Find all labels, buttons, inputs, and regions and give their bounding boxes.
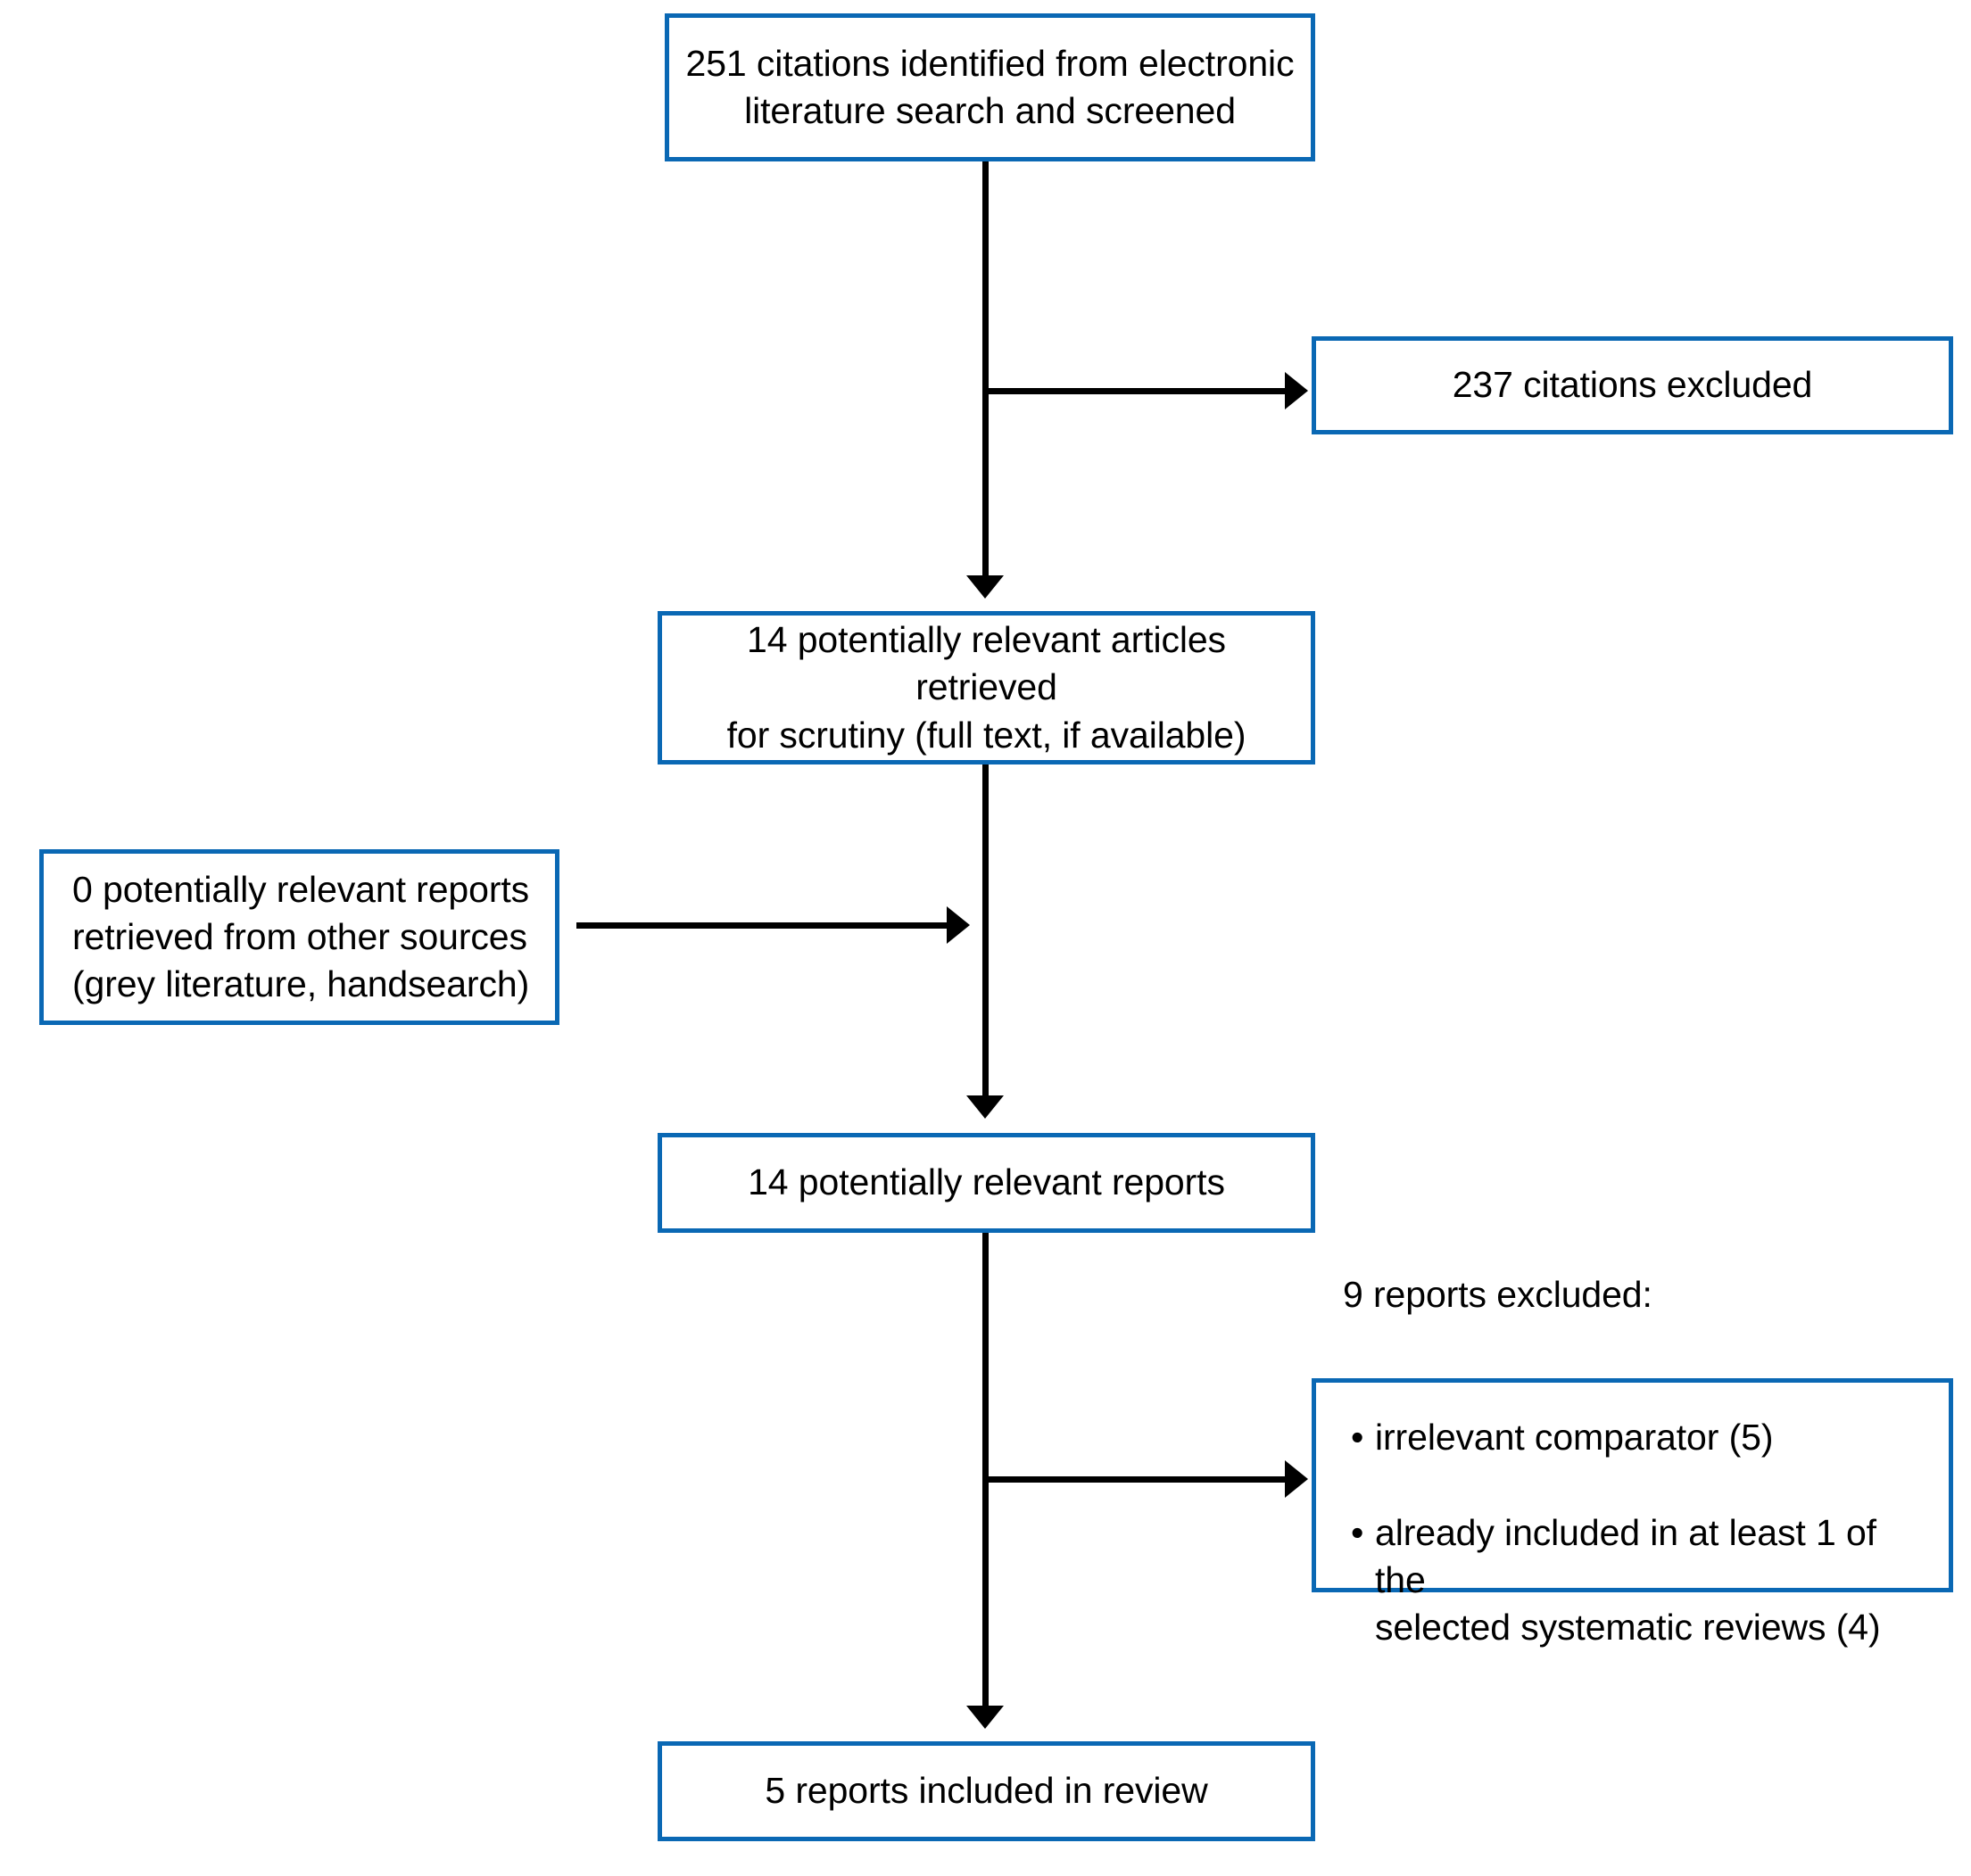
arrow-down-icon-identified-to-retrieved — [966, 575, 1004, 599]
bullet-icon: • — [1351, 1511, 1364, 1553]
node-other-sources-reports-label: 0 potentially relevant reports retrieved… — [72, 868, 530, 1005]
list-item-label: already included in at least 1 of the se… — [1375, 1511, 1881, 1649]
node-reports-included-label: 5 reports included in review — [765, 1770, 1208, 1812]
node-citations-excluded: 237 citations excluded — [1312, 336, 1953, 434]
node-relevant-reports: 14 potentially relevant reports — [658, 1133, 1315, 1233]
arrow-right-icon-to-excluded-reports — [1285, 1460, 1308, 1498]
list-item: • irrelevant comparator (5) — [1343, 1414, 1933, 1461]
node-reports-excluded-reason-list: • irrelevant comparator (5) • already incl… — [1343, 1367, 1933, 1699]
node-reports-excluded-heading: 9 reports excluded: — [1343, 1274, 1652, 1316]
node-citations-identified: 251 citations identified from electronic… — [665, 13, 1315, 161]
connector-reports-to-included-line — [982, 1233, 989, 1713]
list-item: • already included in at least 1 of the s… — [1343, 1509, 1933, 1652]
connector-reports-to-excluded-line — [982, 1476, 1289, 1483]
arrow-down-icon-retrieved-to-reports — [966, 1095, 1004, 1119]
connector-retrieved-to-reports-line — [982, 764, 989, 1103]
arrow-right-icon-to-excluded-citations — [1285, 372, 1308, 409]
connector-identified-to-excluded-line — [982, 388, 1289, 394]
connector-identified-to-retrieved-line — [982, 161, 989, 583]
node-articles-retrieved: 14 potentially relevant articles retriev… — [658, 611, 1315, 764]
node-articles-retrieved-label: 14 potentially relevant articles retriev… — [726, 619, 1246, 756]
node-citations-excluded-label: 237 citations excluded — [1452, 364, 1813, 406]
connector-other-sources-line — [576, 922, 951, 929]
node-relevant-reports-label: 14 potentially relevant reports — [748, 1161, 1225, 1203]
node-reports-excluded-content: 9 reports excluded: • irrelevant comparat… — [1316, 1224, 1949, 1747]
node-reports-included: 5 reports included in review — [658, 1741, 1315, 1841]
bullet-icon: • — [1351, 1417, 1364, 1459]
node-reports-excluded: 9 reports excluded: • irrelevant comparat… — [1312, 1274, 1953, 1648]
node-other-sources-reports: 0 potentially relevant reports retrieved… — [39, 849, 559, 1025]
node-citations-identified-label: 251 citations identified from electronic… — [685, 42, 1295, 131]
arrow-down-icon-reports-to-included — [966, 1706, 1004, 1729]
arrow-right-icon-other-sources — [947, 906, 970, 944]
list-item-label: irrelevant comparator (5) — [1375, 1417, 1774, 1459]
